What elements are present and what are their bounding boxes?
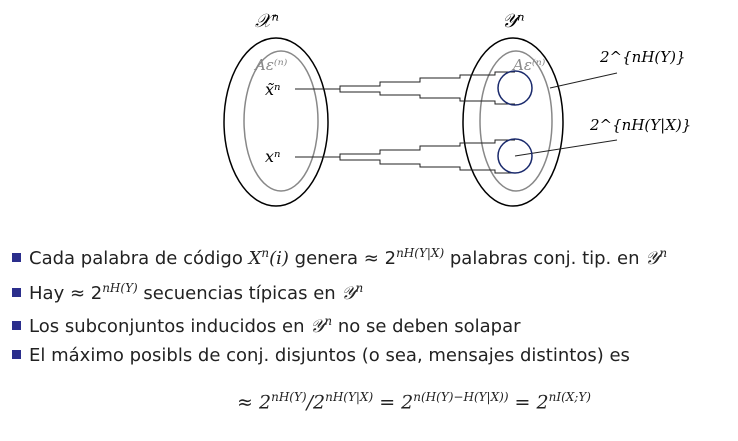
math: n: [355, 281, 364, 295]
mapping-lower-top: [295, 139, 515, 158]
fan-circle-upper: [497, 70, 533, 106]
bullet-item: El máximo posibls de conj. disjuntos (o …: [12, 345, 630, 366]
bullet-item: Hay ≈ 2nH(Y) secuencias típicas en 𝒴n: [12, 281, 363, 304]
math: 𝒴: [310, 316, 325, 337]
bullet-icon: [12, 321, 21, 330]
x-tilde-label: x̃ⁿ: [265, 80, 281, 99]
set-x-outer: [223, 37, 329, 207]
x-label: xⁿ: [265, 147, 281, 166]
math: 𝒴: [645, 248, 660, 269]
math: = 2: [508, 391, 549, 414]
set-x-label: 𝒳ⁿ: [255, 10, 279, 32]
math: nH(Y): [271, 390, 307, 404]
math: n(H(Y)−H(Y|X)): [413, 390, 509, 404]
text: Cada palabra de código: [29, 248, 249, 269]
capacity-formula: ≈ 2nH(Y)/2nH(Y|X) = 2n(H(Y)−H(Y|X)) = 2n…: [0, 390, 738, 413]
text: no se deben solapar: [332, 316, 521, 337]
bullet-icon: [12, 253, 21, 262]
typical-set-y-label: Aε⁽ⁿ⁾: [511, 56, 546, 74]
bullet-icon: [12, 350, 21, 359]
set-y-typical: [479, 50, 553, 192]
y-count-label: 2^{nH(Y)}: [599, 48, 686, 66]
math: nI(X;Y): [548, 390, 591, 404]
text: genera ≈ 2: [288, 248, 397, 269]
text: El máximo posibls de conj. disjuntos (o …: [29, 345, 630, 366]
set-y-label: 𝒴ⁿ: [502, 10, 525, 32]
mapping-lower-bottom: [295, 156, 515, 174]
bullet-icon: [12, 288, 21, 297]
math: nH(Y|X): [325, 390, 374, 404]
mapping-upper-bottom: [295, 88, 515, 105]
mapping-upper-top: [295, 71, 515, 90]
text: secuencias típicas en: [137, 283, 342, 304]
math: n: [659, 246, 668, 260]
math: = 2: [373, 391, 414, 414]
math: nH(Y|X): [396, 246, 445, 260]
text: Hay ≈ 2: [29, 283, 103, 304]
math: nH(Y): [102, 281, 138, 295]
bullet-item: Cada palabra de código Xn(i) genera ≈ 2n…: [12, 246, 667, 269]
fan-circle-lower: [497, 138, 533, 174]
math: X: [248, 248, 262, 269]
text: palabras conj. tip. en: [444, 248, 646, 269]
set-y-outer: [462, 37, 564, 207]
bullet-item: Los subconjuntos inducidos en 𝒴n no se d…: [12, 314, 521, 337]
channel-diagram: 𝒳ⁿ 𝒴ⁿ Aε⁽ⁿ⁾ Aε⁽ⁿ⁾ x̃ⁿ xⁿ 2^{nH(Y)} 2^{nH…: [223, 10, 691, 207]
typical-set-x-label: Aε⁽ⁿ⁾: [253, 56, 288, 74]
set-x-typical: [243, 50, 319, 192]
math: n: [324, 314, 333, 328]
y-given-x-count-label: 2^{nH(Y|X)}: [589, 116, 691, 134]
math: n: [261, 246, 270, 260]
math: (i): [269, 248, 289, 269]
text: Los subconjuntos inducidos en: [29, 316, 311, 337]
pointer-y-count: [549, 72, 618, 89]
math: ≈ 2: [237, 391, 272, 414]
math: 𝒴: [341, 283, 356, 304]
math: /2: [306, 391, 326, 414]
